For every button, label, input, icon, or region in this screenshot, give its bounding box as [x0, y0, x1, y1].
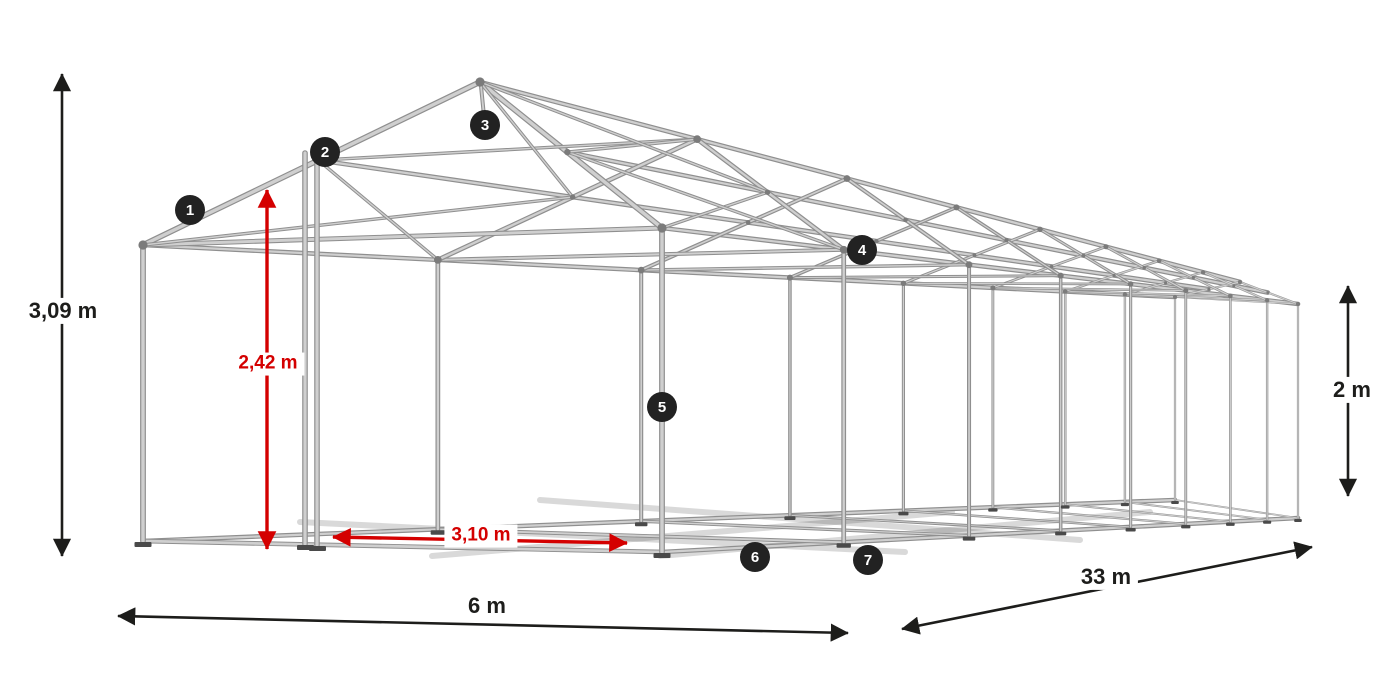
callout-5: 5 — [647, 392, 677, 422]
callout-3: 3 — [470, 110, 500, 140]
callout-4: 4 — [847, 235, 877, 265]
dimension-label-inner-height: 2,42 m — [231, 352, 305, 376]
dimension-label-opening-width: 3,10 m — [444, 524, 518, 548]
callout-1: 1 — [175, 195, 205, 225]
dimension-label-total-height: 3,09 m — [21, 297, 105, 325]
callout-2: 2 — [310, 137, 340, 167]
callout-7: 7 — [853, 545, 883, 575]
dimension-label-side-height: 2 m — [1326, 376, 1378, 404]
callout-6: 6 — [740, 542, 770, 572]
dimension-label-length: 33 m — [1073, 563, 1139, 591]
dimension-label-front-width: 6 m — [461, 592, 513, 620]
